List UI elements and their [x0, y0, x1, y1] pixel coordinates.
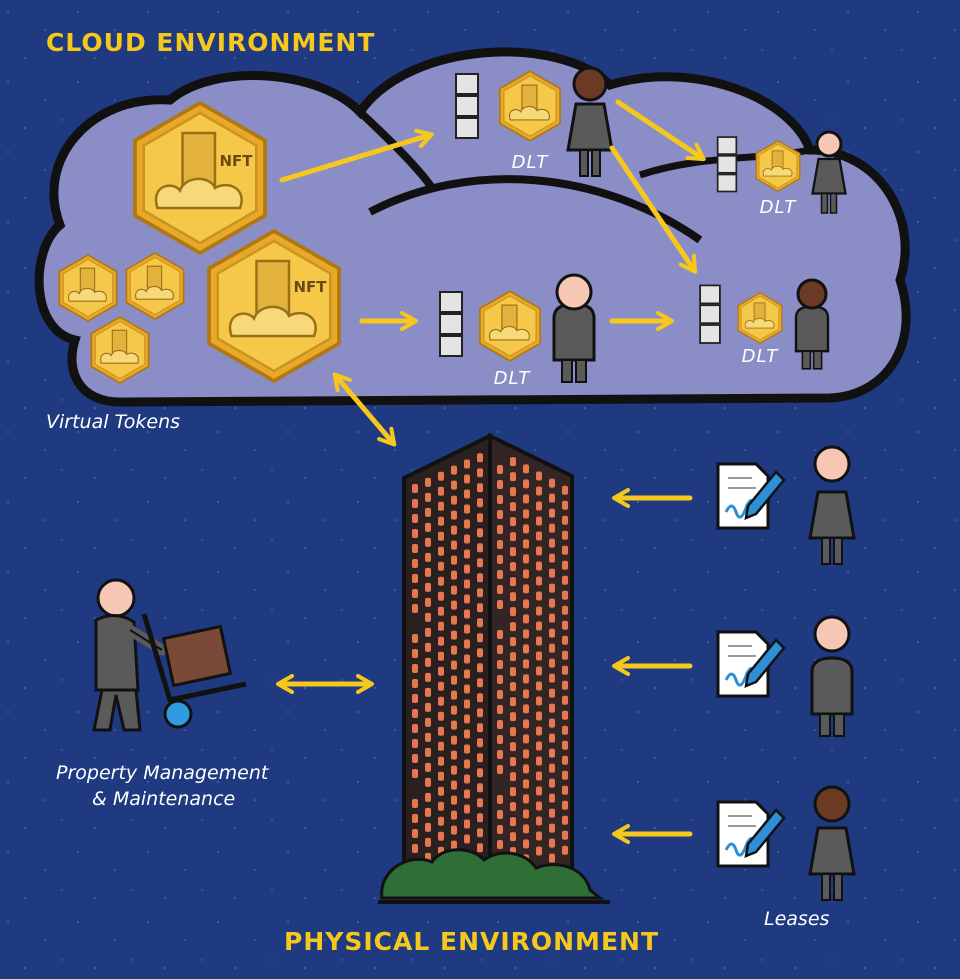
dlt-label: DLT — [494, 368, 532, 389]
virtual-tokens-label: Virtual Tokens — [46, 411, 181, 433]
dlt-label: DLT — [760, 197, 798, 218]
block-stack-icon — [699, 284, 721, 344]
arrow-icon — [615, 99, 706, 162]
person-icon — [552, 273, 596, 384]
arrow-icon — [279, 128, 434, 183]
block-stack-icon — [455, 73, 479, 139]
person-icon — [566, 66, 614, 178]
token-badge: NFT — [293, 278, 327, 296]
block-stack-icon — [716, 136, 738, 193]
physical-environment-title: PHYSICAL ENVIRONMENT — [284, 927, 659, 956]
property-management-label: Property Management — [56, 762, 269, 784]
person-icon — [810, 615, 854, 738]
maintenance-worker-icon — [92, 578, 168, 732]
person-icon — [794, 278, 830, 370]
person-icon — [808, 785, 856, 902]
dlt-label: DLT — [512, 152, 550, 173]
block-stack-icon — [439, 291, 463, 357]
arrow-icon — [332, 372, 397, 447]
maintenance-label: & Maintenance — [92, 788, 236, 810]
arrow-icon — [609, 145, 698, 274]
person-icon — [811, 130, 847, 215]
leases-label: Leases — [764, 908, 830, 930]
skyscraper-icon — [378, 432, 610, 904]
dlt-label: DLT — [742, 346, 780, 367]
cloud-environment-title: CLOUD ENVIRONMENT — [46, 28, 376, 57]
token-badge: NFT — [219, 152, 253, 170]
person-icon — [808, 445, 856, 566]
hand-cart-icon — [141, 613, 247, 729]
